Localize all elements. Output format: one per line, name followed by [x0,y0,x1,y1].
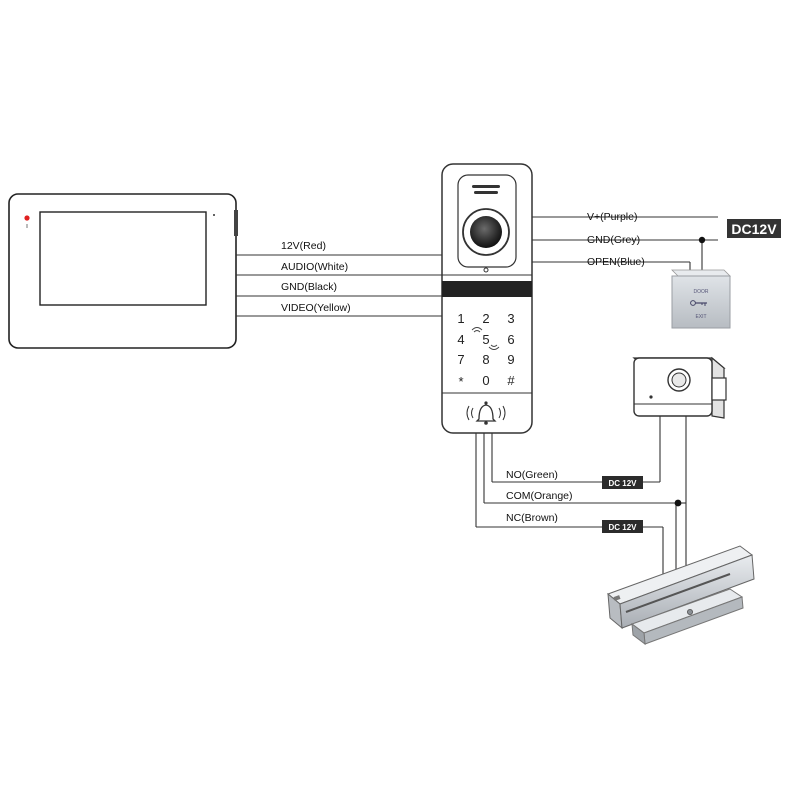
key-2[interactable]: 2 [482,311,489,326]
key-icon [690,300,707,306]
junction-dot [674,499,682,507]
key-8[interactable]: 8 [482,352,489,367]
exit-button: DOOR EXIT [671,269,731,329]
monitor-wires: 12V(Red) AUDIO(White) GND(Black) VIDEO(Y… [236,240,442,317]
power-supply-label: DC12V [731,221,777,237]
supply-wires: V+(Purple) GND(Grey) OPEN(Blue) DC12V [532,211,781,270]
lock-bolt [711,377,727,401]
wire-label-nc: NC(Brown) [506,512,558,524]
key-6[interactable]: 6 [507,332,514,347]
junction-dot [698,236,706,244]
monitor-power-led [24,215,30,221]
key-hash[interactable]: # [507,373,515,388]
key-5[interactable]: 5 [482,332,489,347]
monitor-side-button [234,210,238,236]
wire-label-no: NO(Green) [506,469,558,481]
key-1[interactable]: 1 [457,311,464,326]
speaker-grille-icon [472,185,500,188]
key-7[interactable]: 7 [457,352,464,367]
exit-button-top-text: DOOR [694,289,709,295]
dc-badge-no-label: DC 12V [608,479,637,488]
monitor-screen [39,211,207,306]
wire-label-12v: 12V(Red) [281,240,326,252]
dc-badge-no [602,476,643,489]
camera-lens-icon [470,216,502,248]
wire-label-gnd: GND(Black) [281,281,337,293]
magnetic-lock [607,545,755,646]
dc-badge-nc [602,520,643,533]
wire-label-com: COM(Orange) [506,490,573,502]
key-3[interactable]: 3 [507,311,514,326]
key-4[interactable]: 4 [457,332,464,347]
wire-label-audio: AUDIO(White) [281,261,348,273]
keypad: 1 2 3 4 5 6 7 8 9 * 0 # [457,311,515,389]
wire-label-video: VIDEO(Yellow) [281,302,351,314]
key-star[interactable]: * [458,374,463,389]
exit-button-bottom-text: EXIT [695,314,706,320]
rfid-wave-icon [471,327,500,350]
electric-bolt-lock [632,356,727,425]
lock-wires: NO(Green) COM(Orange) NC(Brown) DC 12V D… [475,425,687,578]
wire-label-vplus: V+(Purple) [587,211,637,223]
call-bell-icon[interactable] [466,401,506,425]
indoor-monitor [8,193,238,349]
wire-label-gnd-grey: GND(Grey) [587,234,640,246]
dc-badge-nc-label: DC 12V [608,523,637,532]
key-9[interactable]: 9 [507,352,514,367]
name-plate [442,281,532,297]
wire-label-open: OPEN(Blue) [587,256,645,268]
outdoor-door-station: 1 2 3 4 5 6 7 8 9 * 0 # [441,163,533,434]
power-supply-badge [727,219,781,238]
key-0[interactable]: 0 [482,373,489,388]
microphone-icon [483,267,489,273]
